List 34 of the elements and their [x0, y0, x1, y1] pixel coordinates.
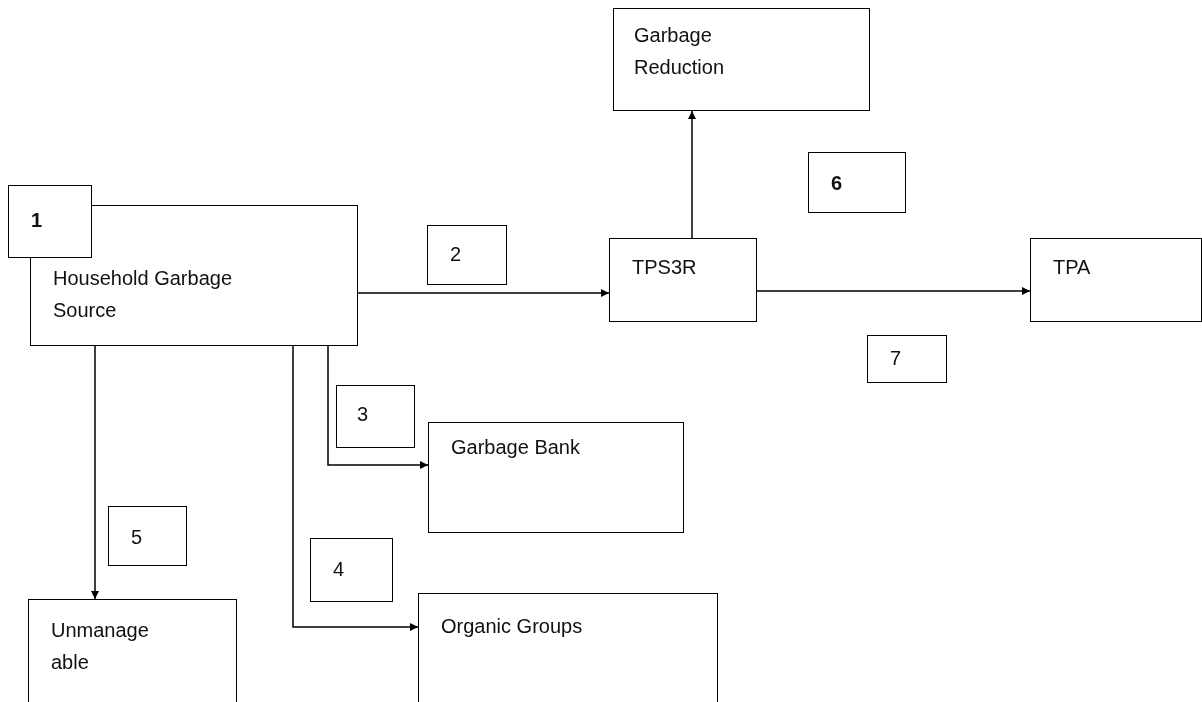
process-box	[1030, 238, 1202, 322]
process-box	[428, 422, 684, 533]
process-box	[28, 599, 237, 702]
box-label: 5	[131, 525, 144, 550]
box-label: Household Garbage Source	[53, 266, 233, 323]
arrow	[91, 345, 99, 600]
box-label: 2	[450, 242, 463, 267]
box-label: Organic Groups	[441, 614, 584, 639]
arrow	[688, 110, 696, 239]
box-label: 6	[831, 171, 844, 196]
arrow	[292, 345, 419, 631]
process-box	[310, 538, 393, 602]
arrow	[357, 289, 610, 297]
process-box	[613, 8, 870, 111]
box-label: Unmanageable	[51, 618, 150, 675]
box-label: Garbage Reduction	[634, 23, 726, 80]
process-box	[427, 225, 507, 285]
process-box	[336, 385, 415, 448]
box-label: TPA	[1053, 255, 1092, 280]
process-box	[418, 593, 718, 702]
box-label: 1	[31, 208, 44, 233]
process-box	[30, 205, 358, 346]
process-box	[808, 152, 906, 213]
process-box	[108, 506, 187, 566]
box-label: 3	[357, 402, 370, 427]
arrow	[327, 345, 429, 469]
process-box	[867, 335, 947, 383]
box-label: 7	[890, 346, 903, 371]
arrow	[756, 287, 1031, 295]
process-box	[609, 238, 757, 322]
box-label: TPS3R	[632, 255, 698, 280]
process-box	[8, 185, 92, 258]
box-label: Garbage Bank	[451, 435, 581, 460]
box-label: 4	[333, 557, 346, 582]
